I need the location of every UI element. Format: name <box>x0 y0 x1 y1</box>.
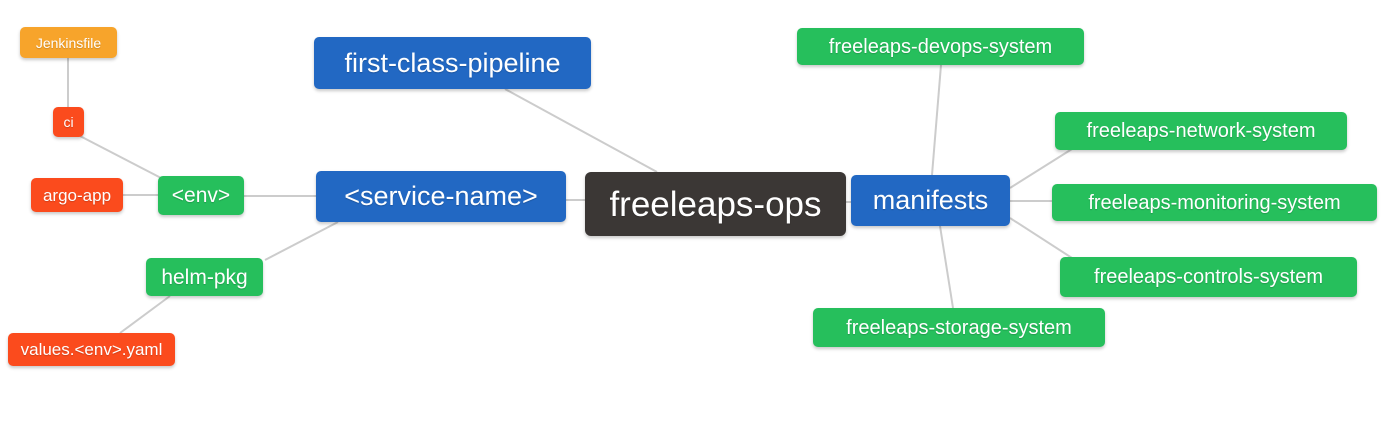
node-manifests[interactable]: manifests <box>851 175 1010 226</box>
node-label-controls-system: freeleaps-controls-system <box>1094 266 1323 288</box>
node-label-storage-system: freeleaps-storage-system <box>846 316 1072 339</box>
node-label-ci: ci <box>63 114 74 130</box>
node-env[interactable]: <env> <box>158 176 244 215</box>
edge-values-env-yaml-to-helm-pkg <box>119 295 171 334</box>
node-label-helm-pkg: helm-pkg <box>161 265 248 289</box>
node-label-values-env-yaml: values.<env>.yaml <box>20 340 163 359</box>
edge-manifests-to-devops-system <box>931 64 942 176</box>
node-jenkinsfile[interactable]: Jenkinsfile <box>20 27 117 58</box>
node-network-system[interactable]: freeleaps-network-system <box>1055 112 1347 150</box>
node-freeleaps-ops[interactable]: freeleaps-ops <box>585 172 846 236</box>
node-label-service-name: <service-name> <box>344 181 538 211</box>
node-service-name[interactable]: <service-name> <box>316 171 566 222</box>
node-label-argo-app: argo-app <box>42 185 112 205</box>
node-values-env-yaml[interactable]: values.<env>.yaml <box>8 333 175 366</box>
node-label-monitoring-system: freeleaps-monitoring-system <box>1088 191 1341 214</box>
node-label-first-class-pipeline: first-class-pipeline <box>344 47 561 78</box>
edge-manifests-to-storage-system <box>939 225 954 309</box>
node-label-network-system: freeleaps-network-system <box>1086 120 1316 142</box>
edge-manifests-to-network-system <box>1009 148 1073 189</box>
node-label-freeleaps-ops: freeleaps-ops <box>609 184 822 224</box>
node-controls-system[interactable]: freeleaps-controls-system <box>1060 257 1357 297</box>
node-argo-app[interactable]: argo-app <box>31 178 123 212</box>
node-devops-system[interactable]: freeleaps-devops-system <box>797 28 1084 65</box>
edge-manifests-to-controls-system <box>1009 217 1073 259</box>
node-helm-pkg[interactable]: helm-pkg <box>146 258 263 296</box>
node-monitoring-system[interactable]: freeleaps-monitoring-system <box>1052 184 1377 221</box>
node-label-jenkinsfile: Jenkinsfile <box>35 34 102 51</box>
node-ci[interactable]: ci <box>53 107 84 137</box>
node-storage-system[interactable]: freeleaps-storage-system <box>813 308 1105 347</box>
edge-helm-pkg-to-service-name <box>264 221 339 261</box>
node-first-class-pipeline[interactable]: first-class-pipeline <box>314 37 591 89</box>
edge-ci-to-env <box>79 135 164 180</box>
edge-first-class-pipeline-to-freeleaps-ops <box>504 88 658 173</box>
node-label-devops-system: freeleaps-devops-system <box>828 35 1053 58</box>
node-label-manifests: manifests <box>872 185 989 215</box>
node-label-env: <env> <box>171 184 231 207</box>
